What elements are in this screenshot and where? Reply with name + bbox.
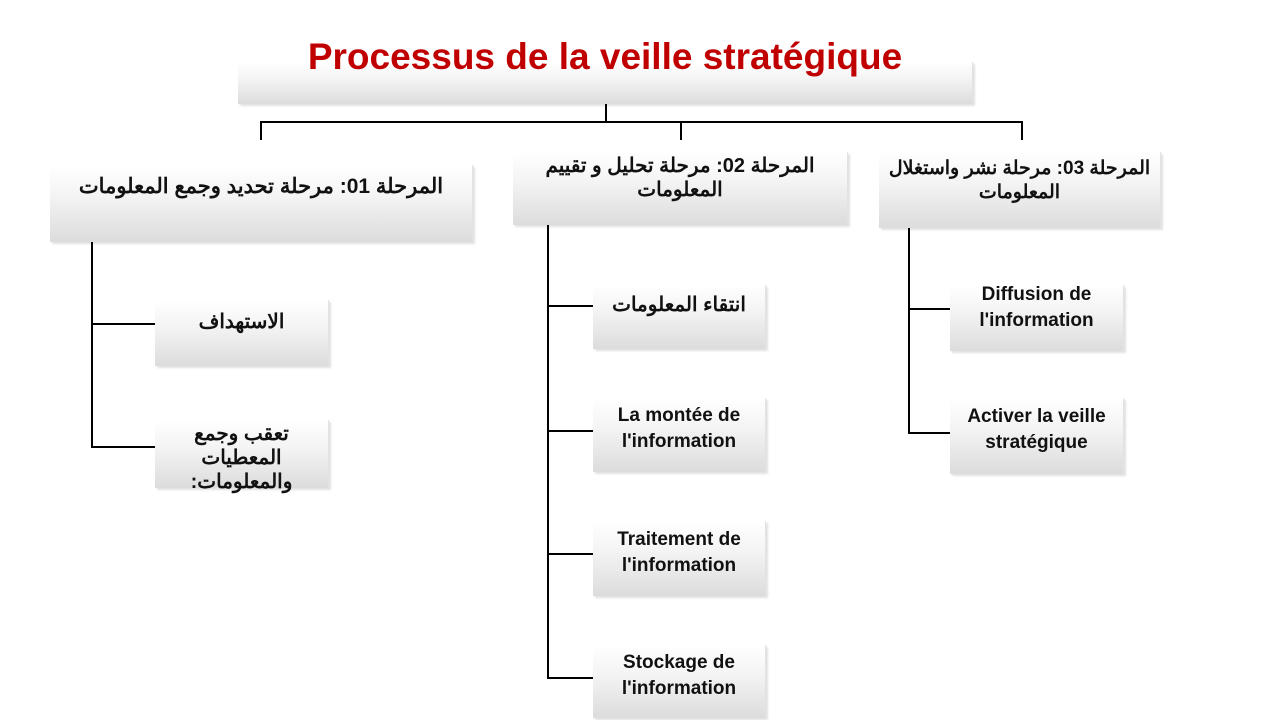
step-label: Diffusion de l'information	[979, 284, 1094, 331]
phase-1-box: المرحلة 01: مرحلة تحديد وجمع المعلومات	[50, 165, 473, 242]
connector	[547, 305, 593, 307]
phase-2-box: المرحلة 02: مرحلة تحليل و تقييم المعلوما…	[513, 152, 848, 225]
connector	[260, 121, 1022, 123]
connector	[680, 121, 682, 140]
step-label: انتقاء المعلومات	[612, 294, 746, 316]
title-box	[238, 62, 973, 104]
connector	[1021, 121, 1023, 140]
step-box: انتقاء المعلومات	[593, 285, 766, 349]
connector	[908, 308, 950, 310]
connector	[605, 104, 607, 122]
phase-1-heading: المرحلة 01: مرحلة تحديد وجمع المعلومات	[78, 175, 444, 198]
connector	[908, 228, 910, 433]
connector	[908, 432, 950, 434]
connector	[260, 121, 262, 140]
step-label: Activer la veille stratégique	[967, 406, 1106, 453]
page-title: Processus de la veille stratégique	[307, 36, 903, 77]
connector	[547, 677, 593, 679]
step-box: Activer la veille stratégique	[950, 398, 1124, 474]
step-box: الاستهداف	[155, 300, 329, 366]
connector	[547, 225, 549, 678]
step-box: تعقب وجمع المعطيات والمعلومات:	[155, 420, 329, 493]
step-label: Traitement de l'information	[617, 529, 741, 576]
step-label: Stockage de l'information	[621, 652, 737, 699]
phase-2-heading: المرحلة 02: مرحلة تحليل و تقييم المعلوما…	[545, 155, 815, 201]
step-label: La montée de l'information	[617, 405, 741, 452]
connector	[547, 430, 593, 432]
step-box: Diffusion de l'information	[950, 284, 1124, 351]
step-box: Traitement de l'information	[593, 521, 766, 596]
step-box: Stockage de l'information	[593, 645, 766, 718]
connector	[91, 446, 155, 448]
connector	[547, 553, 593, 555]
phase-3-box: المرحلة 03: مرحلة نشر واستغلال المعلومات	[879, 152, 1161, 228]
phase-3-heading: المرحلة 03: مرحلة نشر واستغلال المعلومات	[888, 158, 1151, 203]
step-label: الاستهداف	[198, 311, 285, 333]
step-label: تعقب وجمع المعطيات والمعلومات:	[190, 423, 293, 493]
connector	[91, 323, 155, 325]
connector	[91, 242, 93, 447]
step-box: La montée de l'information	[593, 398, 766, 472]
